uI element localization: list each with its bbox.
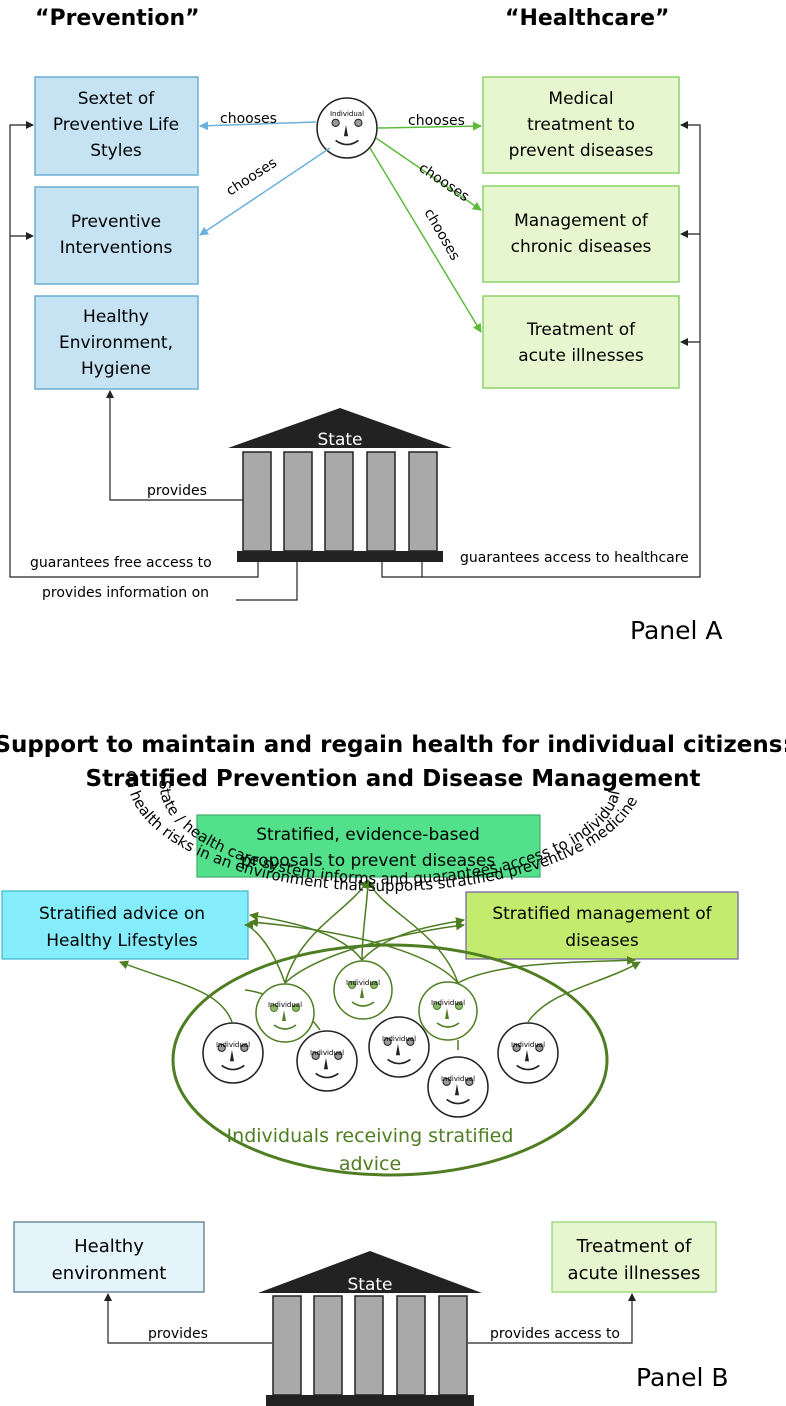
- box-management-line-1: Stratified management of: [492, 904, 712, 924]
- box-chronic-line-2: chronic diseases: [511, 237, 652, 257]
- box-environment-line-2: Environment,: [59, 333, 173, 353]
- label-free-access: guarantees free access to: [30, 555, 212, 571]
- state-label: State: [318, 430, 363, 450]
- box-management-line-2: diseases: [565, 931, 639, 951]
- box-acute-b-line-2: acute illnesses: [568, 1263, 701, 1284]
- box-sextet-line-1: Sextet of: [78, 89, 156, 109]
- panel-b-title-line-1: Support to maintain and regain health fo…: [0, 732, 786, 758]
- box-sextet-line-2: Preventive Life: [53, 115, 179, 135]
- box-medical-line-3: prevent diseases: [509, 141, 654, 161]
- box-interventions-line-1: Preventive: [71, 212, 161, 232]
- individual-label-b3: Individual: [431, 999, 465, 1007]
- stratified-connectors: [119, 879, 641, 1050]
- box-proposals-line-2: proposals to prevent diseases: [241, 851, 496, 871]
- arrow-chooses-chronic: [375, 137, 482, 211]
- individuals-ellipse: [171, 943, 609, 1177]
- box-acute-line-1: Treatment of: [526, 320, 636, 340]
- individual-label-b2: Individual: [346, 979, 380, 987]
- individual-label-b6: Individual: [382, 1035, 416, 1043]
- arrow-chooses-medical: [377, 121, 482, 131]
- individual-label-b7: Individual: [441, 1075, 475, 1083]
- label-information: provides information on: [42, 585, 209, 601]
- individual-face-3: Individual: [368, 1016, 430, 1078]
- individual-face-5: Individual: [497, 1022, 559, 1084]
- individual-face-2: Individual: [296, 1030, 358, 1092]
- label-access-b: provides access to: [490, 1326, 620, 1342]
- box-medical-line-2: treatment to: [527, 115, 635, 135]
- arrow-access-acute-b: [468, 1293, 636, 1344]
- ellipse-label-line-1: Individuals receiving stratified: [227, 1125, 514, 1147]
- box-preventive-interventions: Preventive Interventions: [34, 186, 199, 285]
- arrow-healthcare-medical: [381, 121, 701, 578]
- label-chooses-2: chooses: [223, 155, 279, 199]
- box-advice-line-2: Healthy Lifestyles: [46, 931, 198, 951]
- box-acute-illnesses: Treatment of acute illnesses: [482, 295, 680, 389]
- box-env-b-line-2: environment: [52, 1263, 167, 1284]
- box-healthy-environment: Healthy Environment, Hygiene: [34, 295, 199, 390]
- box-stratified-proposals: Stratified, evidence-based proposals to …: [196, 814, 541, 878]
- individual-label-b4: Individual: [216, 1041, 250, 1049]
- box-acute-line-2: acute illnesses: [518, 346, 644, 366]
- label-chooses-5: chooses: [421, 206, 463, 263]
- box-acute-illnesses-b: Treatment of acute illnesses: [551, 1221, 717, 1293]
- individual-face-icon: Individual: [316, 97, 378, 159]
- individual-label-b5: Individual: [310, 1049, 344, 1057]
- individual-face-4: Individual: [427, 1056, 489, 1118]
- arrow-free-access-lifestyles: [9, 121, 259, 578]
- arrow-provides-env-b: [104, 1293, 272, 1344]
- label-provides: provides: [147, 483, 207, 499]
- panel-b-label: Panel B: [636, 1363, 729, 1392]
- box-environment-line-1: Healthy: [83, 307, 149, 327]
- box-proposals-line-1: Stratified, evidence-based: [256, 825, 480, 845]
- healthcare-heading: “Healthcare”: [505, 6, 669, 31]
- arrow-chooses-acute: [369, 147, 482, 333]
- box-stratified-management: Stratified management of diseases: [465, 891, 739, 960]
- individual-label-b1: Individual: [268, 1001, 302, 1009]
- box-sextet-line-3: Styles: [90, 141, 142, 161]
- state-label-b: State: [348, 1275, 393, 1295]
- label-chooses-3: chooses: [408, 113, 465, 129]
- box-chronic-diseases: Management of chronic diseases: [482, 185, 680, 283]
- box-chronic-line-1: Management of: [514, 211, 649, 231]
- label-chooses-1: chooses: [220, 111, 277, 127]
- individual-face-green-1: Individual: [255, 983, 315, 1043]
- label-provides-b: provides: [148, 1326, 208, 1342]
- individual-face-green-3: Individual: [418, 981, 478, 1041]
- box-environment-line-3: Hygiene: [81, 359, 151, 379]
- individual-label: Individual: [330, 110, 364, 118]
- box-medical-line-1: Medical: [548, 89, 613, 109]
- label-healthcare-access: guarantees access to healthcare: [460, 550, 689, 566]
- box-healthy-environment-b: Healthy environment: [13, 1221, 205, 1293]
- state-building-b-icon: State: [258, 1251, 482, 1406]
- panel-a-label: Panel A: [630, 616, 723, 645]
- box-acute-b-line-1: Treatment of: [576, 1236, 692, 1257]
- box-interventions-line-2: Interventions: [60, 238, 173, 258]
- box-advice-line-1: Stratified advice on: [39, 904, 205, 924]
- line-provides-information: [236, 562, 298, 601]
- arrow-chooses-lifestyles: [199, 121, 317, 131]
- box-env-b-line-1: Healthy: [74, 1236, 144, 1257]
- label-chooses-4: chooses: [416, 160, 472, 205]
- individual-face-1: Individual: [202, 1022, 264, 1084]
- box-stratified-advice: Stratified advice on Healthy Lifestyles: [1, 890, 249, 960]
- box-sextet-lifestyles: Sextet of Preventive Life Styles: [34, 76, 199, 176]
- prevention-heading: “Prevention”: [35, 6, 200, 31]
- ellipse-label-line-2: advice: [339, 1153, 401, 1175]
- arrow-chooses-interventions: [199, 147, 331, 236]
- state-building-icon: State: [228, 408, 452, 562]
- individual-face-green-2: Individual: [333, 960, 393, 1020]
- panel-b-title-line-2: Stratified Prevention and Disease Manage…: [86, 766, 701, 792]
- box-medical-treatment: Medical treatment to prevent diseases: [482, 76, 680, 174]
- individual-label-b8: Individual: [511, 1041, 545, 1049]
- arrow-provides-environment: [106, 390, 243, 501]
